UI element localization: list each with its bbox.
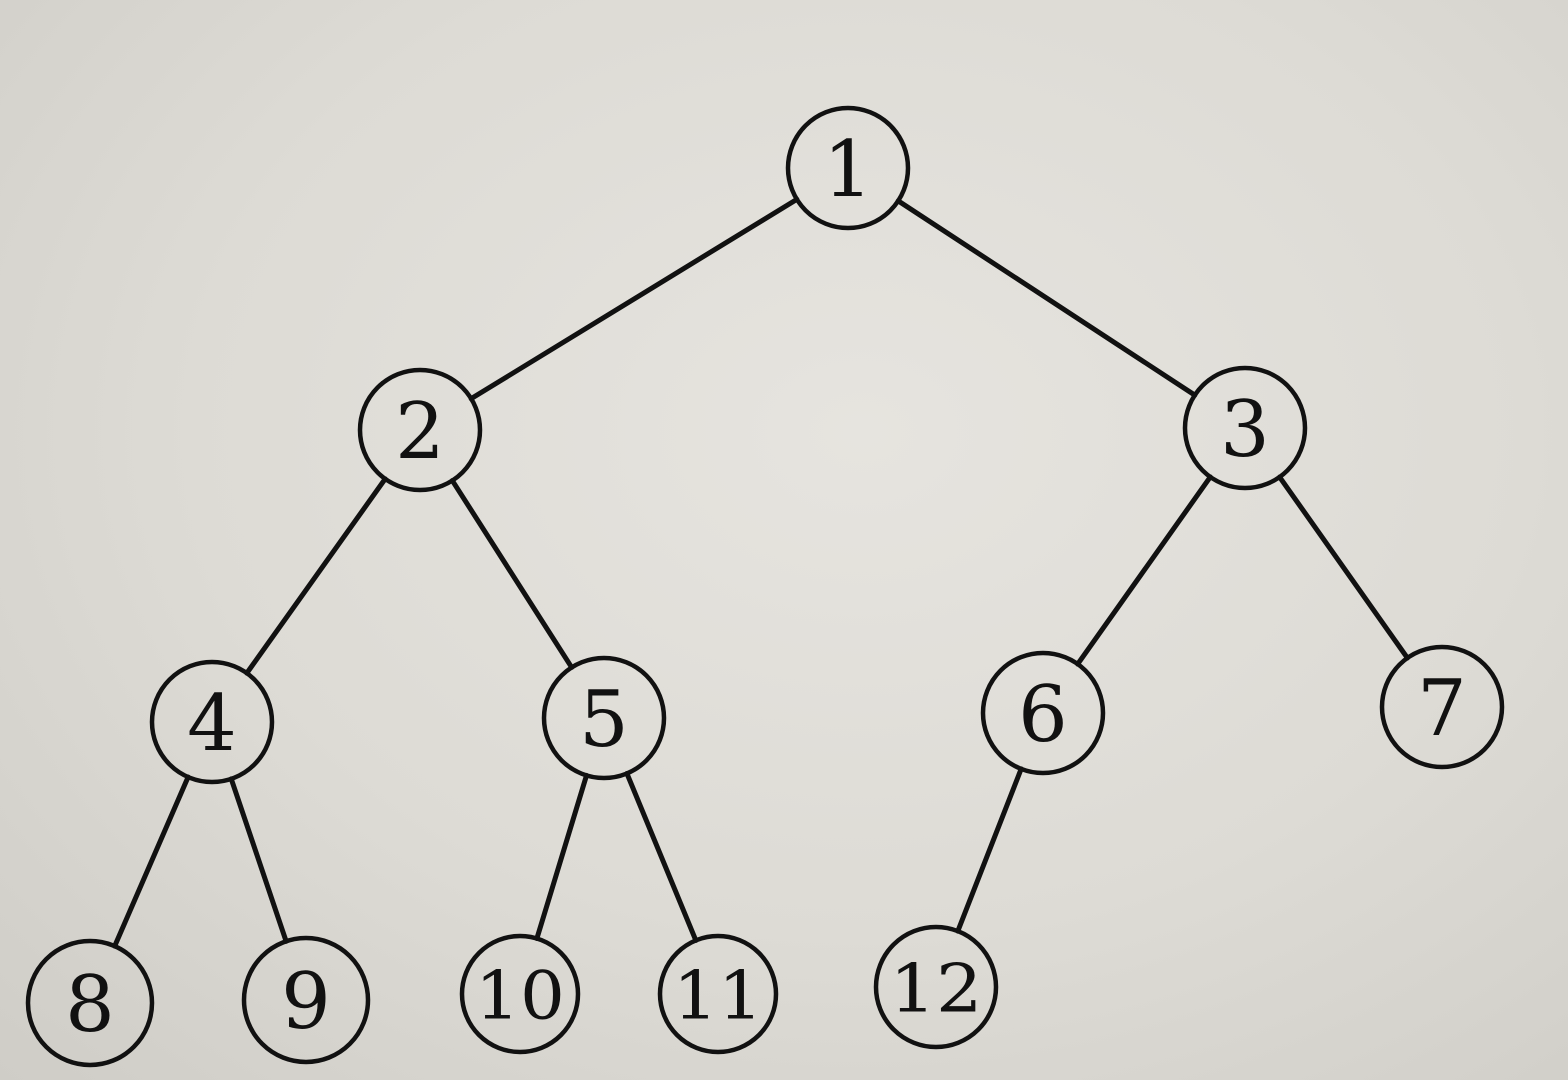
edges-layer — [112, 196, 1410, 949]
node-label: 6 — [1018, 670, 1068, 760]
node-label: 3 — [1220, 385, 1270, 475]
tree-node-7: 7 — [1379, 644, 1505, 770]
node-label: 1 — [823, 125, 873, 215]
edge-6-12 — [955, 766, 1024, 934]
edge-4-8 — [112, 774, 191, 949]
node-circle — [657, 933, 779, 1055]
node-label: 5 — [579, 675, 629, 765]
tree-node-9: 9 — [241, 935, 371, 1065]
node-circle — [1182, 365, 1308, 491]
tree-node-5: 5 — [541, 655, 667, 781]
tree-node-11: 11 — [657, 933, 779, 1055]
tree-node-8: 8 — [25, 938, 155, 1068]
tree-node-10: 10 — [459, 933, 581, 1055]
tree-node-6: 6 — [980, 650, 1106, 776]
edge-5-10 — [534, 772, 590, 942]
node-circle — [785, 105, 911, 231]
node-circle — [241, 935, 371, 1065]
node-label: 12 — [890, 951, 983, 1028]
node-label: 11 — [673, 958, 763, 1035]
node-circle — [25, 938, 155, 1068]
node-circle — [459, 933, 581, 1055]
edge-1-3 — [895, 198, 1198, 398]
node-label: 2 — [395, 387, 445, 477]
tree-node-2: 2 — [357, 367, 483, 493]
tree-node-4: 4 — [149, 659, 275, 785]
node-circle — [873, 924, 999, 1050]
tree-node-12: 12 — [873, 924, 999, 1050]
tree-node-1: 1 — [785, 105, 911, 231]
node-label: 10 — [475, 958, 565, 1035]
edge-2-5 — [449, 478, 575, 670]
node-label: 4 — [187, 679, 237, 769]
node-circle — [357, 367, 483, 493]
node-label: 8 — [65, 960, 115, 1050]
node-circle — [980, 650, 1106, 776]
node-circle — [541, 655, 667, 781]
edge-4-9 — [228, 776, 289, 944]
edge-3-7 — [1277, 474, 1410, 661]
node-circle — [1379, 644, 1505, 770]
edge-3-6 — [1075, 474, 1213, 667]
edge-2-4 — [244, 476, 388, 676]
edge-1-2 — [468, 196, 800, 402]
node-label: 9 — [281, 957, 331, 1047]
node-circle — [149, 659, 275, 785]
tree-node-3: 3 — [1182, 365, 1308, 491]
node-label: 7 — [1417, 664, 1467, 754]
edge-5-11 — [624, 770, 699, 943]
